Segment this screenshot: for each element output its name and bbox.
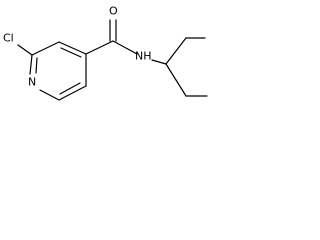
chlorine-atom-label: Cl xyxy=(3,32,14,45)
bond-ch-lower-ch2 xyxy=(165,63,187,97)
bond-inner-c5-c6 xyxy=(59,82,81,95)
bond-c3-c4 xyxy=(58,41,87,55)
bond-c2-cl xyxy=(17,44,33,56)
carboxamide-group xyxy=(85,19,138,55)
bond-c6-n1 xyxy=(39,89,60,101)
bond-carbonyl-nh xyxy=(112,40,138,55)
pyridine-ring xyxy=(29,41,87,101)
bond-c2-c3 xyxy=(31,41,60,56)
structure-diagram: Cl N NH O xyxy=(3,5,208,101)
amide-nitrogen-atom-label: NH xyxy=(135,50,152,63)
pentan-3-yl-group xyxy=(151,37,208,97)
bond-c5-c6 xyxy=(58,85,87,101)
bond-nh-ch xyxy=(151,59,167,65)
bond-n1-c2 xyxy=(29,54,33,75)
bond-ch-upper-ch2 xyxy=(165,37,187,65)
carbonyl-oxygen-atom-label: O xyxy=(109,5,118,18)
bond-inner-n1-c2 xyxy=(35,57,38,74)
bond-inner-c3-c4 xyxy=(60,47,82,58)
bond-c4-carbonyl xyxy=(85,40,114,55)
ring-nitrogen-atom-label: N xyxy=(28,76,36,89)
